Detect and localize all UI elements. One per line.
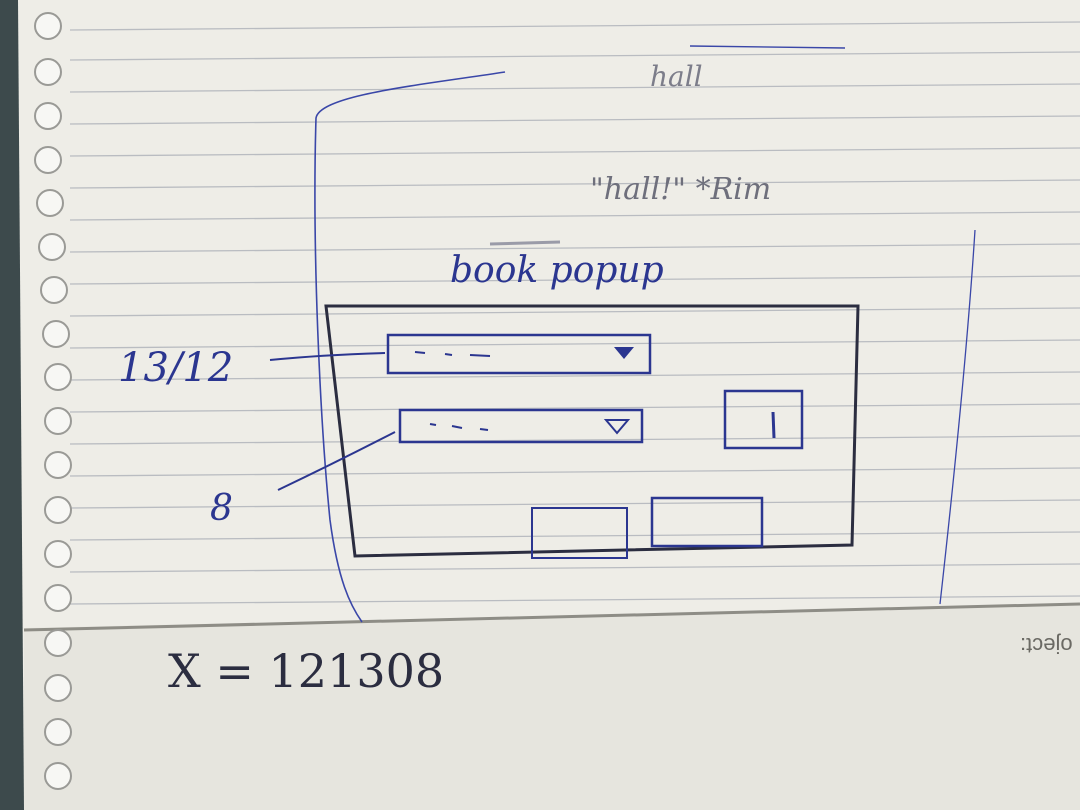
margin-ink-line <box>314 71 506 623</box>
dropdown-arrow-icon <box>614 347 634 359</box>
sketch-title: book popup <box>450 250 664 291</box>
footer-equation: X = 121308 <box>168 644 445 698</box>
scribble-mid: "hall!" *Rim <box>590 172 772 207</box>
sketch-square-button <box>723 389 804 450</box>
ruled-lines <box>69 21 1080 605</box>
dropdown-one <box>386 333 652 375</box>
scribble-top: hall <box>650 60 703 93</box>
popup-frame <box>324 304 860 558</box>
dropdown-arrow-icon <box>603 419 631 435</box>
binder-ring-icon <box>34 12 72 790</box>
reversed-print: oject: <box>1020 633 1073 658</box>
sketch-cancel-button <box>531 507 628 559</box>
annotation-13-12: 13/12 <box>118 345 234 391</box>
sketch-ok-button <box>650 496 764 548</box>
dropdown-two <box>398 408 644 444</box>
annotation-8: 8 <box>210 488 233 529</box>
